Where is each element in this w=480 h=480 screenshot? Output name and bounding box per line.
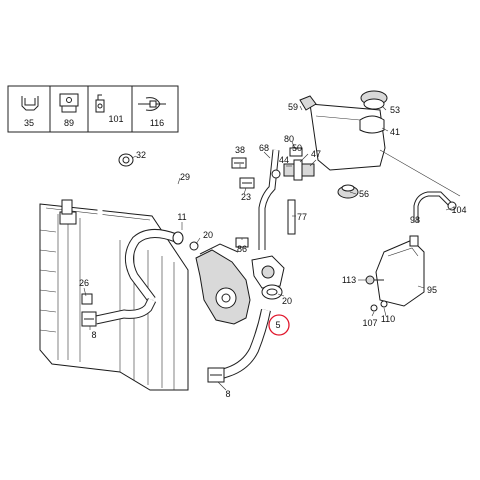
thermostat-housing <box>195 243 285 325</box>
callout-86: 86 <box>237 244 247 254</box>
clip-104-icon <box>447 201 457 211</box>
upper-hose-29 <box>97 153 253 228</box>
callout-44: 44 <box>279 155 289 165</box>
hose-5 <box>207 284 283 383</box>
callout-107: 107 <box>362 318 377 328</box>
hose-11 <box>125 229 199 303</box>
highlight-circle[interactable] <box>268 314 290 336</box>
callout-labels: 59 53 41 80 38 68 50 44 47 32 29 23 56 1… <box>79 102 467 399</box>
radiator <box>39 199 189 391</box>
callout-53: 53 <box>390 105 400 115</box>
callout-8-bottom: 8 <box>225 389 230 399</box>
clamp-32-icon <box>118 153 134 167</box>
hose-68 <box>258 149 280 250</box>
washer-110-icon <box>380 300 388 308</box>
sensor-assembly <box>271 159 315 181</box>
bolt-113-icon <box>365 275 375 285</box>
callout-32: 32 <box>136 150 146 160</box>
reservoir-95 <box>365 235 425 312</box>
expansion-tank <box>299 90 388 171</box>
legend-label-101: 101 <box>108 114 123 124</box>
clamp-23-icon <box>239 177 255 189</box>
callout-68: 68 <box>259 143 269 153</box>
clamp-20a-icon <box>172 231 184 245</box>
clamp-26-icon <box>81 293 93 305</box>
callout-23: 23 <box>241 192 251 202</box>
lower-hose-26 <box>81 293 157 327</box>
highlight-callout-5[interactable]: 5 <box>268 314 290 336</box>
fitting-56 <box>337 184 359 199</box>
callout-56: 56 <box>359 189 369 199</box>
callout-95: 95 <box>427 285 437 295</box>
nut-107-icon <box>370 304 378 312</box>
tube-77 <box>287 199 296 235</box>
callout-110: 110 <box>381 314 395 324</box>
legend-box: 35 89 101 116 <box>7 85 179 133</box>
callout-5[interactable]: 5 <box>275 320 280 330</box>
legend-label-35: 35 <box>24 118 34 128</box>
clamp-80-icon <box>289 147 303 157</box>
clamp-20b-icon <box>261 284 283 300</box>
hose-clamp-icon <box>59 93 79 113</box>
clip-icon <box>21 96 39 111</box>
cable-clip-icon <box>95 94 105 113</box>
callout-29: 29 <box>180 172 190 182</box>
leader-lines <box>83 105 453 391</box>
callout-113: 113 <box>342 275 356 285</box>
legend-label-116: 116 <box>150 118 164 128</box>
callout-20-upper: 20 <box>203 230 213 240</box>
legend-label-89: 89 <box>64 118 74 128</box>
callout-38: 38 <box>235 145 245 155</box>
callout-41: 41 <box>390 127 400 137</box>
callout-80: 80 <box>284 134 294 144</box>
callout-20-lower: 20 <box>282 296 292 306</box>
sensor-59-icon <box>299 95 317 111</box>
callout-104: 104 <box>451 205 466 215</box>
clamp-38-icon <box>231 157 247 169</box>
callout-77: 77 <box>297 212 307 222</box>
callout-26: 26 <box>79 278 89 288</box>
callout-59: 59 <box>288 102 298 112</box>
callout-50: 50 <box>292 143 302 153</box>
cable-tie-icon <box>138 97 166 111</box>
callout-8-left: 8 <box>91 330 96 340</box>
callout-98: 98 <box>410 215 420 225</box>
hose-98 <box>379 149 461 222</box>
callout-11: 11 <box>177 212 186 222</box>
callout-47: 47 <box>311 149 321 159</box>
